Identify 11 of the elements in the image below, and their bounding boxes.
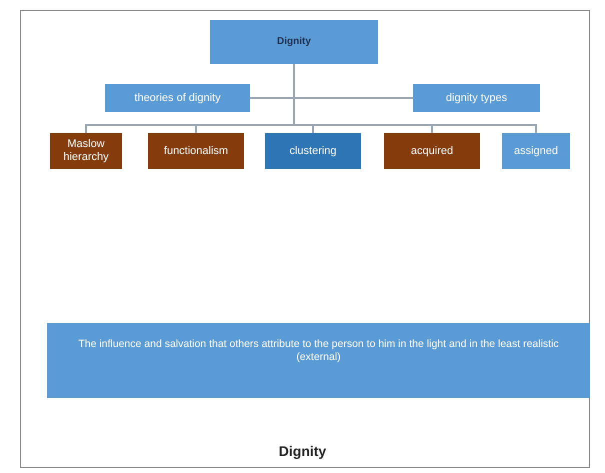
caption: Dignity: [278, 443, 328, 459]
root-box: Dignity: [210, 20, 378, 64]
connector-line: [293, 64, 537, 133]
definition-box: The influence and salvation that others attribute to the person to him in the light and in the least realistic (external): [47, 323, 590, 398]
leaf-box: functionalism: [148, 133, 244, 169]
leaf-box: acquired: [384, 133, 480, 169]
leaf-box: Maslow hierarchy: [50, 133, 122, 169]
leaf-box: assigned: [502, 133, 570, 169]
leaf-box: clustering: [265, 133, 361, 169]
category-box: theories of dignity: [105, 84, 250, 112]
category-box: dignity types: [413, 84, 540, 112]
